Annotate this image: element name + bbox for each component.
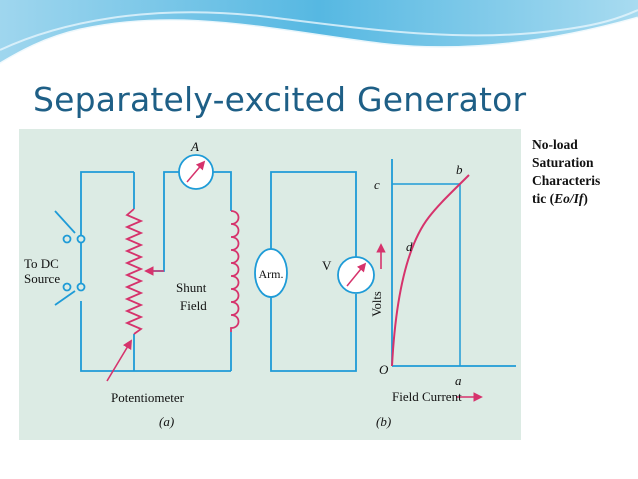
graph-part-label: (b) [376,414,391,429]
slide-title: Separately-excited Generator [33,80,527,119]
wire-ammeter-right [213,171,232,211]
voltmeter [337,256,375,294]
ammeter-label: A [190,139,199,154]
potentiometer-resistor [124,208,144,335]
potentiometer-label: Potentiometer [111,390,185,405]
switch-blade-bottom [54,290,76,306]
graph-c-label: c [374,177,380,192]
graph-a-label: a [455,373,462,388]
armature-label: Arm. [259,267,284,281]
top-wave-banner [0,0,638,66]
dc-source-switch [54,210,86,306]
source-label-line2: Source [24,271,60,286]
voltmeter-needle [346,262,367,287]
wire-right-loop [270,171,357,257]
wire-left-top [80,171,134,239]
caption-line-3: Characteris [532,173,601,188]
ammeter [178,154,214,190]
saturation-graph [376,159,516,402]
caption-suffix: ) [583,191,588,206]
field-label-line2: Field [180,298,207,313]
graph-origin-label: O [379,362,389,377]
caption-line-2: Saturation [532,155,594,170]
switch-terminal-bottom [76,282,86,292]
field-label-line1: Shunt [176,280,207,295]
graph-d-label: d [406,239,413,254]
source-terminal-top [62,234,72,244]
ammeter-needle [186,160,206,183]
potentiometer-adjust-arrow [106,339,132,382]
wire-left-bottom [80,301,231,372]
wire-right-loop-bottom [270,294,357,372]
caption-quantity: Eo/If [554,191,584,206]
caption-line-4: tic (Eo/If) [532,190,636,208]
generator-figure: A V Arm. To DC Source Shunt Field Potent… [19,129,521,440]
source-label-line1: To DC [24,256,59,271]
switch-terminal-top [76,234,86,244]
graph-b-label: b [456,162,463,177]
circuit-diagram [80,171,357,372]
voltmeter-label: V [322,258,332,273]
armature-body [254,248,288,298]
graph-x-axis-label: Field Current [392,389,462,404]
caption-line-1: No-load [532,137,578,152]
graph-caption: No-load Saturation Characteris tic (Eo/I… [532,136,636,208]
caption-prefix: tic ( [532,191,555,206]
graph-y-axis-label: Volts [370,291,384,317]
source-terminal-bottom [62,282,72,292]
switch-blade-top [54,210,76,234]
armature [254,248,288,298]
shunt-field-coil [230,210,240,332]
circuit-part-label: (a) [159,414,174,429]
saturation-curve [391,174,470,367]
